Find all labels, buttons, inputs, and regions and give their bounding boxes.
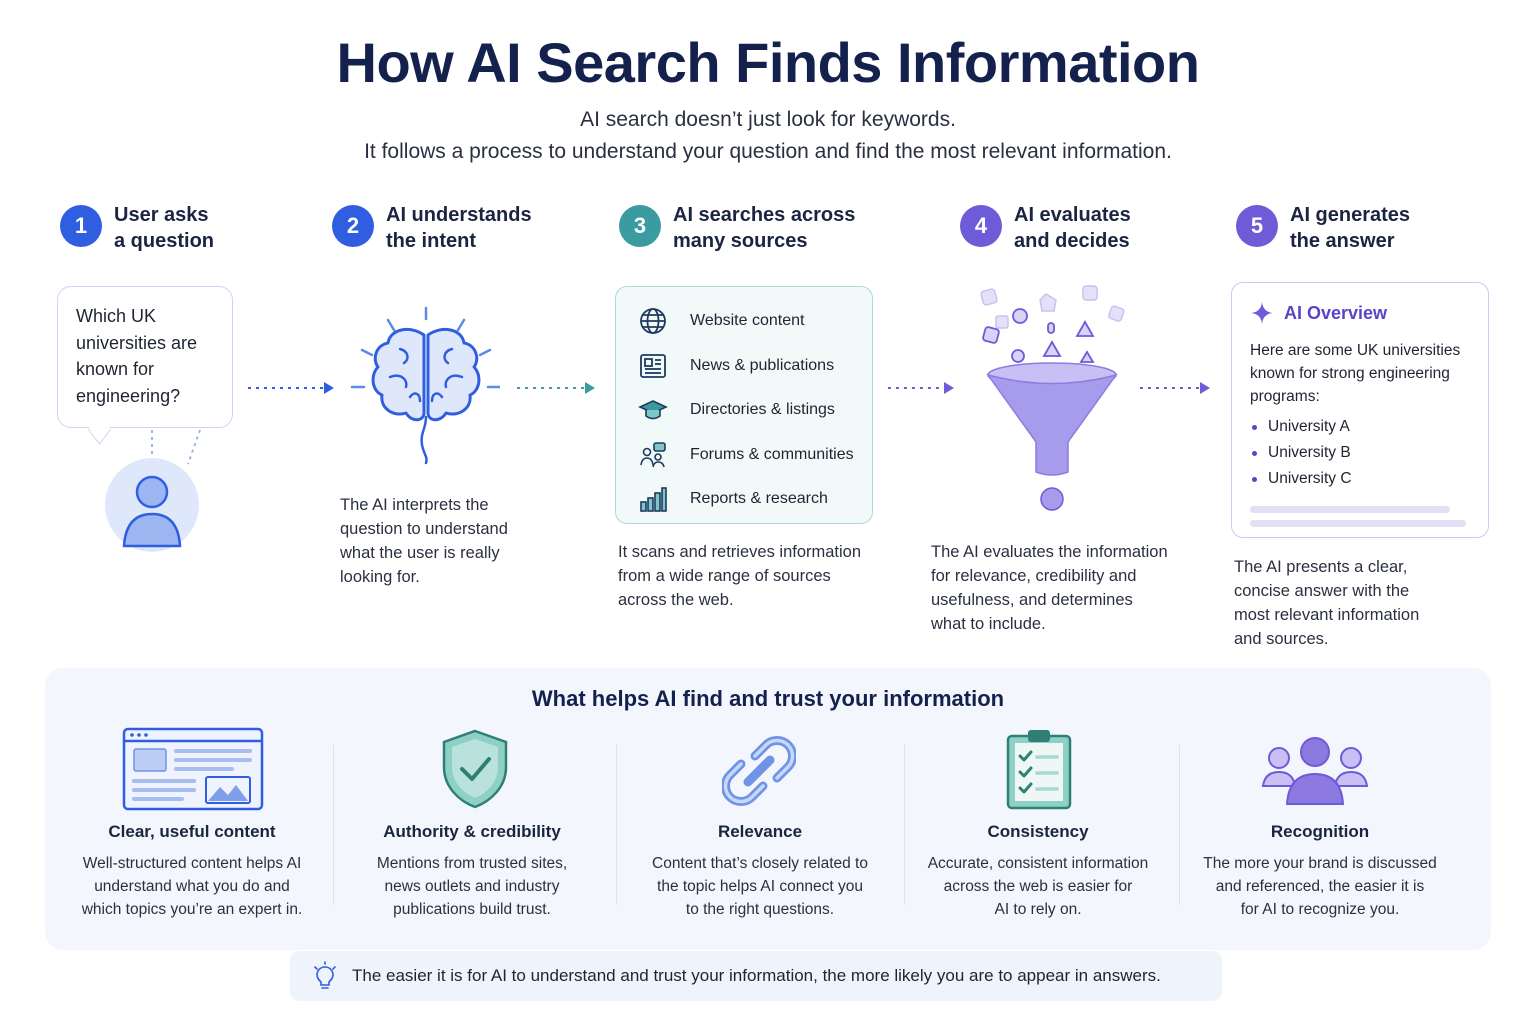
- user-avatar-icon: [105, 429, 201, 552]
- factor-consistency: Consistency Accurate, consistent informa…: [927, 822, 1149, 918]
- newspaper-icon: [640, 353, 666, 378]
- webpage-icon: [122, 727, 264, 811]
- factor-recognition: Recognition The more your brand is discu…: [1203, 822, 1437, 918]
- list-item: University C: [1250, 466, 1470, 492]
- divider: [616, 745, 617, 905]
- tip-bar: The easier it is for AI to understand an…: [290, 951, 1222, 1001]
- source-item: News & publications: [638, 344, 872, 389]
- tip-text: The easier it is for AI to understand an…: [352, 966, 1161, 985]
- arrow-1-2-icon: [248, 382, 334, 394]
- factor-clear-content: Clear, useful content Well-structured co…: [81, 822, 303, 918]
- step-5-description: The AI presents a clear,concise answer w…: [1234, 558, 1420, 648]
- arrow-2-3-icon: [517, 382, 595, 394]
- arrow-3-4-icon: [888, 382, 954, 394]
- page-title: How AI Search Finds Information: [336, 31, 1200, 94]
- bar-chart-icon: [640, 487, 667, 513]
- ai-overview-card: AI Overview Here are some UK universitie…: [1231, 282, 1489, 538]
- clipboard-checklist-icon: [1006, 730, 1072, 810]
- factor-authority: Authority & credibility Mentions from tr…: [376, 822, 568, 918]
- arrow-4-5-icon: [1140, 382, 1210, 394]
- step-2-number: 2: [332, 205, 374, 247]
- graduation-cap-icon: [638, 400, 668, 420]
- divider: [333, 745, 334, 905]
- factors-panel: [45, 668, 1491, 950]
- sparkle-icon: [1251, 302, 1273, 324]
- subtitle-line-1: AI search doesn’t just look for keywords…: [580, 108, 956, 131]
- page-subtitle: AI search doesn’t just look for keywords…: [0, 104, 1536, 168]
- ai-overview-heading: AI Overview: [1250, 301, 1470, 325]
- step-4-number: 4: [960, 205, 1002, 247]
- placeholder-line: [1250, 506, 1450, 513]
- brain-icon: [350, 306, 500, 465]
- divider: [1179, 745, 1180, 905]
- list-item: University A: [1250, 414, 1470, 440]
- funnel-icon: [980, 285, 1125, 511]
- list-item: University B: [1250, 440, 1470, 466]
- step-5-number: 5: [1236, 205, 1278, 247]
- people-group-icon: [1261, 737, 1369, 805]
- link-icon: [722, 736, 796, 806]
- factors-title: What helps AI find and trust your inform…: [531, 686, 1005, 711]
- source-item: Reports & research: [638, 477, 872, 522]
- lightbulb-icon: [314, 961, 336, 989]
- globe-icon: [640, 308, 666, 335]
- sources-card: Website content News & publications Dire…: [615, 286, 873, 524]
- people-chat-icon: [640, 441, 666, 467]
- placeholder-line: [1250, 520, 1466, 527]
- step-3-number: 3: [619, 205, 661, 247]
- divider: [904, 745, 905, 905]
- source-item: Directories & listings: [638, 388, 872, 433]
- factor-relevance: Relevance Content that’s closely related…: [652, 822, 868, 918]
- step-1-number: 1: [60, 205, 102, 247]
- source-item: Website content: [638, 299, 872, 344]
- subtitle-line-2: It follows a process to understand your …: [364, 140, 1172, 163]
- shield-check-icon: [442, 729, 508, 809]
- ai-overview-list: University A University B University C: [1250, 414, 1470, 492]
- source-item: Forums & communities: [638, 433, 872, 478]
